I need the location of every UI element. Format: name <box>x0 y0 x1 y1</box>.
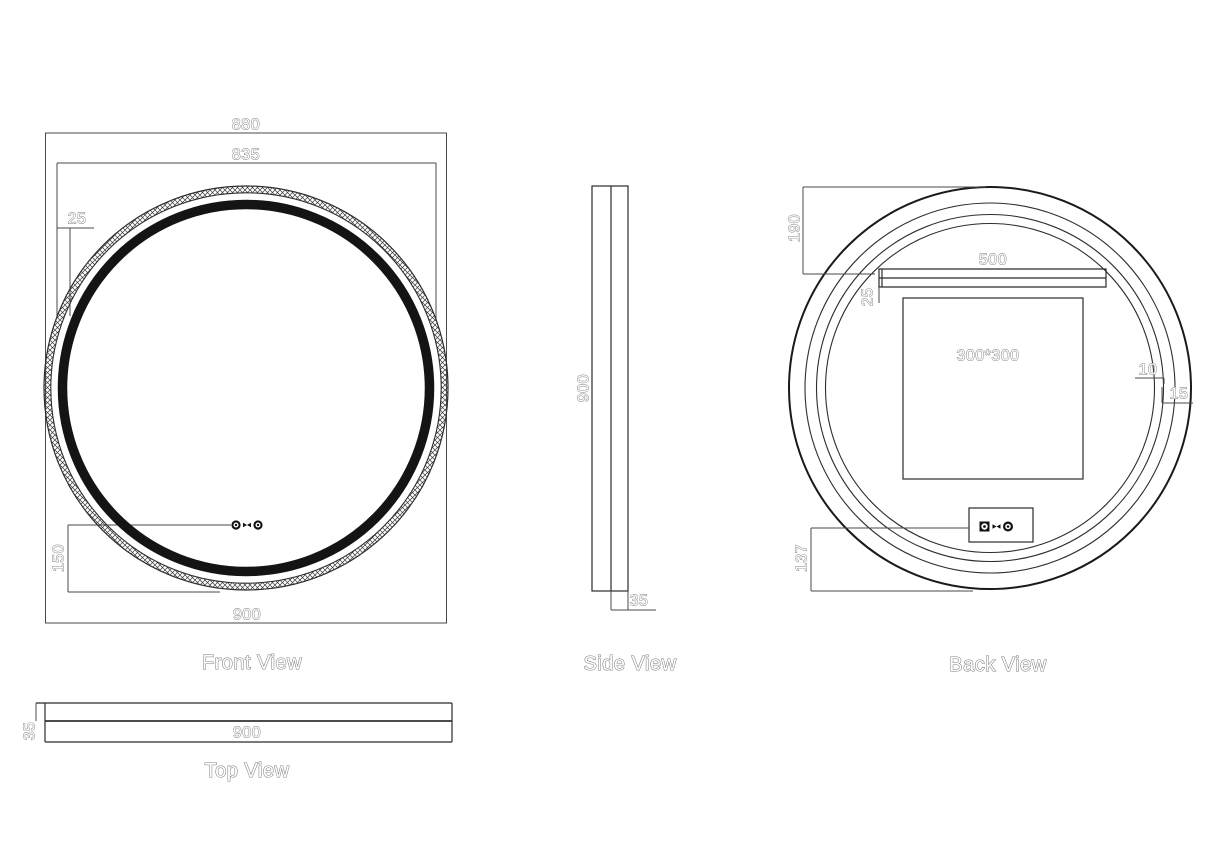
touch-button-icon-left <box>231 520 241 530</box>
front-led-ring <box>57 199 435 577</box>
back-dim-300x300: 300*300 <box>956 348 1019 365</box>
back-137-dimension-lines <box>810 527 973 592</box>
front-dim-880: 880 <box>232 117 260 134</box>
back-dim-25: 25 <box>860 288 877 307</box>
back-dim-15: 15 <box>1170 386 1189 403</box>
back-control-box <box>968 507 1034 543</box>
back-10-dimension-lines <box>1135 377 1165 384</box>
back-mirror-outer-edge <box>788 186 1192 590</box>
back-190-dimension-lines <box>802 186 986 275</box>
front-dim-150: 150 <box>51 544 68 572</box>
front-835-dimension-lines <box>56 162 437 319</box>
back-hanging-bracket <box>878 268 1107 288</box>
back-view: 190 500 25 300*300 10 15 137 Back View <box>786 186 1193 677</box>
back-ring-2 <box>804 202 1176 574</box>
front-frame-hatched-ring <box>43 185 449 591</box>
side-profile-outline <box>591 185 629 592</box>
back-view-title: Back View <box>949 654 1047 676</box>
top-dim-900: 900 <box>233 725 261 742</box>
side-dim-900: 900 <box>576 374 593 402</box>
front-dim-900: 900 <box>233 607 261 624</box>
mode-glyph <box>243 522 251 528</box>
side-view-title: Side View <box>583 653 676 675</box>
top-profile-outline <box>36 702 453 743</box>
front-view-title: Front View <box>202 652 302 674</box>
back-dim-10: 10 <box>1139 362 1158 379</box>
front-view: 880 835 25 150 900 Front View <box>43 116 449 675</box>
side-dim-35: 35 <box>630 593 649 610</box>
front-frame-inner-edge <box>50 192 442 584</box>
top-dim-35: 35 <box>22 722 39 741</box>
front-dim-835: 835 <box>232 147 260 164</box>
front-dim-25: 25 <box>68 211 87 228</box>
top-view: 35 900 Top View <box>21 702 453 783</box>
back-dim-190: 190 <box>787 214 804 242</box>
back-dim-500: 500 <box>979 252 1007 269</box>
back-ring-3 <box>815 213 1165 563</box>
top-view-title: Top View <box>205 760 290 782</box>
back-15-dimension-lines <box>1161 387 1193 404</box>
side-35-dimension-lines <box>610 591 656 611</box>
front-150-dimension-lines <box>67 524 231 593</box>
mode-glyph-back <box>992 524 1001 529</box>
touch-button-icon-back-right <box>1003 521 1013 532</box>
touch-button-icon-right <box>253 520 263 530</box>
touch-button-icon-back-left <box>979 521 990 532</box>
back-panel-box <box>902 297 1084 480</box>
side-view: 900 35 Side View <box>575 185 677 676</box>
back-dim-137: 137 <box>794 544 811 572</box>
back-ring-4 <box>824 222 1156 554</box>
